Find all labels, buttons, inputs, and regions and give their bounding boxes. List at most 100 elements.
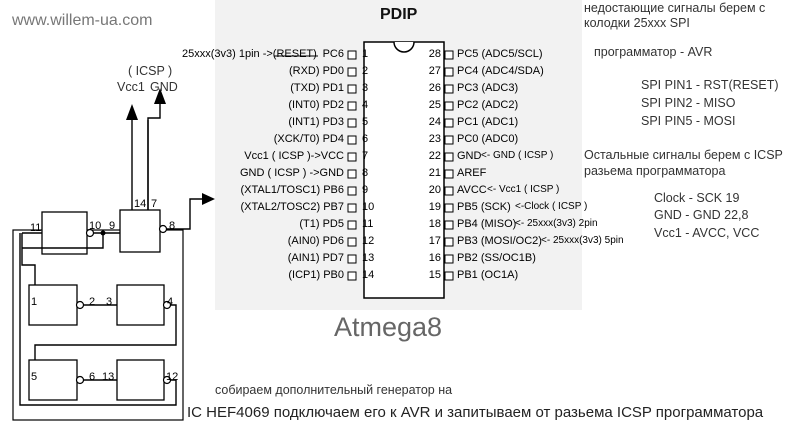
pin-number: 9 xyxy=(362,184,369,196)
note-gnd: GND - GND 22,8 xyxy=(654,208,749,222)
right-pin-label: PB4 (MISO) xyxy=(457,218,517,230)
pin-number: 20 xyxy=(428,184,441,196)
right-pin-label: PB1 (OC1A) xyxy=(457,269,519,281)
note-bottom-2: IC HEF4069 подключаем его к AVR и запиты… xyxy=(187,404,764,421)
note-vcc: Vcc1 - AVCC, VCC xyxy=(654,226,760,240)
right-pin-label: PC3 (ADC3) xyxy=(457,82,519,94)
right-pin-note: <- GND ( ICSP ) xyxy=(481,150,554,161)
chip-pin-box-right xyxy=(444,169,454,179)
left-pin-label: (RXD) PD0 xyxy=(288,65,344,77)
pin-number: 24 xyxy=(428,116,441,128)
generator-frame xyxy=(12,229,184,421)
gate-pin-2: 2 xyxy=(89,296,96,308)
left-pin-label: (ICP1) PB0 xyxy=(288,269,344,281)
left-pin-label: PC6 xyxy=(322,48,344,60)
pin-number: 27 xyxy=(428,65,441,77)
chip-pin-box-left xyxy=(347,237,357,247)
inverter-gate-3 xyxy=(28,284,85,326)
icsp-vcc-label: Vcc1 xyxy=(117,80,145,94)
chip-pin-box-left xyxy=(347,50,357,60)
gate-pin-10: 10 xyxy=(89,220,102,232)
junction-dot xyxy=(100,230,106,236)
icsp-title: ( ICSP ) xyxy=(128,64,173,78)
chip-pin-box-right xyxy=(444,101,454,111)
right-pin-label: PB5 (SCK) xyxy=(457,201,511,213)
pin-number: 1 xyxy=(362,48,369,60)
wires xyxy=(19,104,205,406)
gate-pin-6: 6 xyxy=(89,371,96,383)
pin-number: 10 xyxy=(362,201,375,213)
chip-notch xyxy=(393,41,415,53)
gate-pin-12: 12 xyxy=(166,371,179,383)
right-pin-note: <-Clock ( ICSP ) xyxy=(515,201,588,212)
chip-pin-box-left xyxy=(347,101,357,111)
pin-number: 11 xyxy=(362,218,374,230)
chip-pin-box-right xyxy=(444,186,454,196)
chip-pin-box-left xyxy=(347,186,357,196)
chip-pin-box-left xyxy=(347,220,357,230)
pin-number: 6 xyxy=(362,133,369,145)
left-pin-label: (INT0) PD2 xyxy=(288,99,344,111)
chip-name: Atmega8 xyxy=(334,312,443,342)
left-pin-label: (TXD) PD1 xyxy=(290,82,344,94)
note-programmer: программатор - AVR xyxy=(594,45,713,59)
right-pin-label: PC1 (ADC1) xyxy=(457,116,519,128)
pin-number: 26 xyxy=(428,82,441,94)
pin-number: 17 xyxy=(428,235,441,247)
chip-pin-boxes xyxy=(347,50,454,281)
right-pin-label: GND xyxy=(457,150,482,162)
pin-number: 15 xyxy=(428,269,441,281)
gate-pin-5: 5 xyxy=(31,371,38,383)
right-pin-label: AREF xyxy=(457,167,487,179)
pin-number: 7 xyxy=(362,150,369,162)
chip-pin-box-left xyxy=(347,67,357,77)
left-pin-label: (INT1) PD3 xyxy=(288,116,344,128)
chip-pin-box-left xyxy=(347,169,357,179)
gate-pin-8: 8 xyxy=(169,220,176,232)
note-spi-pin1: SPI PIN1 - RST(RESET) xyxy=(641,78,779,92)
gate-pin-1: 1 xyxy=(31,296,38,308)
inverter-gate-5 xyxy=(28,359,85,401)
gnd-arrow-icon xyxy=(154,88,166,104)
left-pin-note: 25xxx(3v3) 1pin ->(RESET) xyxy=(182,48,317,60)
pin-number: 14 xyxy=(362,269,375,281)
gate-pin-3: 3 xyxy=(106,296,113,308)
pin-number: 2 xyxy=(362,65,369,77)
chip-pin-box-right xyxy=(444,50,454,60)
gate-pin-11: 11 xyxy=(30,222,42,234)
chip-pin-box-left xyxy=(347,254,357,264)
pin-number: 3 xyxy=(362,82,369,94)
pin-number: 5 xyxy=(362,116,369,128)
left-pin-label: (XTAL1/TOSC1) PB6 xyxy=(240,184,344,196)
note-line-1: недостающие сигналы берем с xyxy=(584,1,766,15)
pin-number: 12 xyxy=(362,235,375,247)
left-pin-label: (XCK/T0) PD4 xyxy=(273,133,344,145)
note-icsp-1: Остальные сигналы берем с ICSP xyxy=(584,148,783,162)
inverter-gate-6 xyxy=(116,359,172,401)
chip-pin-box-left xyxy=(347,84,357,94)
note-icsp-2: разьема программатора xyxy=(584,164,726,178)
right-pin-label: PC0 (ADC0) xyxy=(457,133,519,145)
chip-pin-box-right xyxy=(444,254,454,264)
chip-pin-box-right xyxy=(444,67,454,77)
chip-pin-box-left xyxy=(347,118,357,128)
right-pin-label: PB2 (SS/OC1B) xyxy=(457,252,536,264)
pin-number: 13 xyxy=(362,252,375,264)
note-clock: Clock - SCK 19 xyxy=(654,191,740,205)
right-pin-label: PC4 (ADC4/SDA) xyxy=(457,65,544,77)
gate-pin-4: 4 xyxy=(167,296,174,308)
chip-pin-box-left xyxy=(347,135,357,145)
left-pin-label: GND ( ICSP ) ->GND xyxy=(239,167,344,179)
right-pin-label: PB3 (MOSI/OC2) xyxy=(457,235,542,247)
gate-pin-14: 14 xyxy=(134,198,147,210)
chip-pin-box-right xyxy=(444,271,454,281)
inverter-gate-2 xyxy=(119,209,168,253)
chip-pin-box-right xyxy=(444,152,454,162)
left-pin-label: (T1) PD5 xyxy=(299,218,344,230)
chip-pin-box-right xyxy=(444,84,454,94)
left-pin-label: Vcc1 ( ICSP )->VCC xyxy=(244,150,344,162)
clock-arrow-icon xyxy=(202,193,215,205)
vcc-arrow-icon xyxy=(126,104,138,120)
left-pin-label: (AIN0) PD6 xyxy=(287,235,344,247)
right-pin-note: <- 25xxx(3v3) 2pin xyxy=(515,218,598,229)
